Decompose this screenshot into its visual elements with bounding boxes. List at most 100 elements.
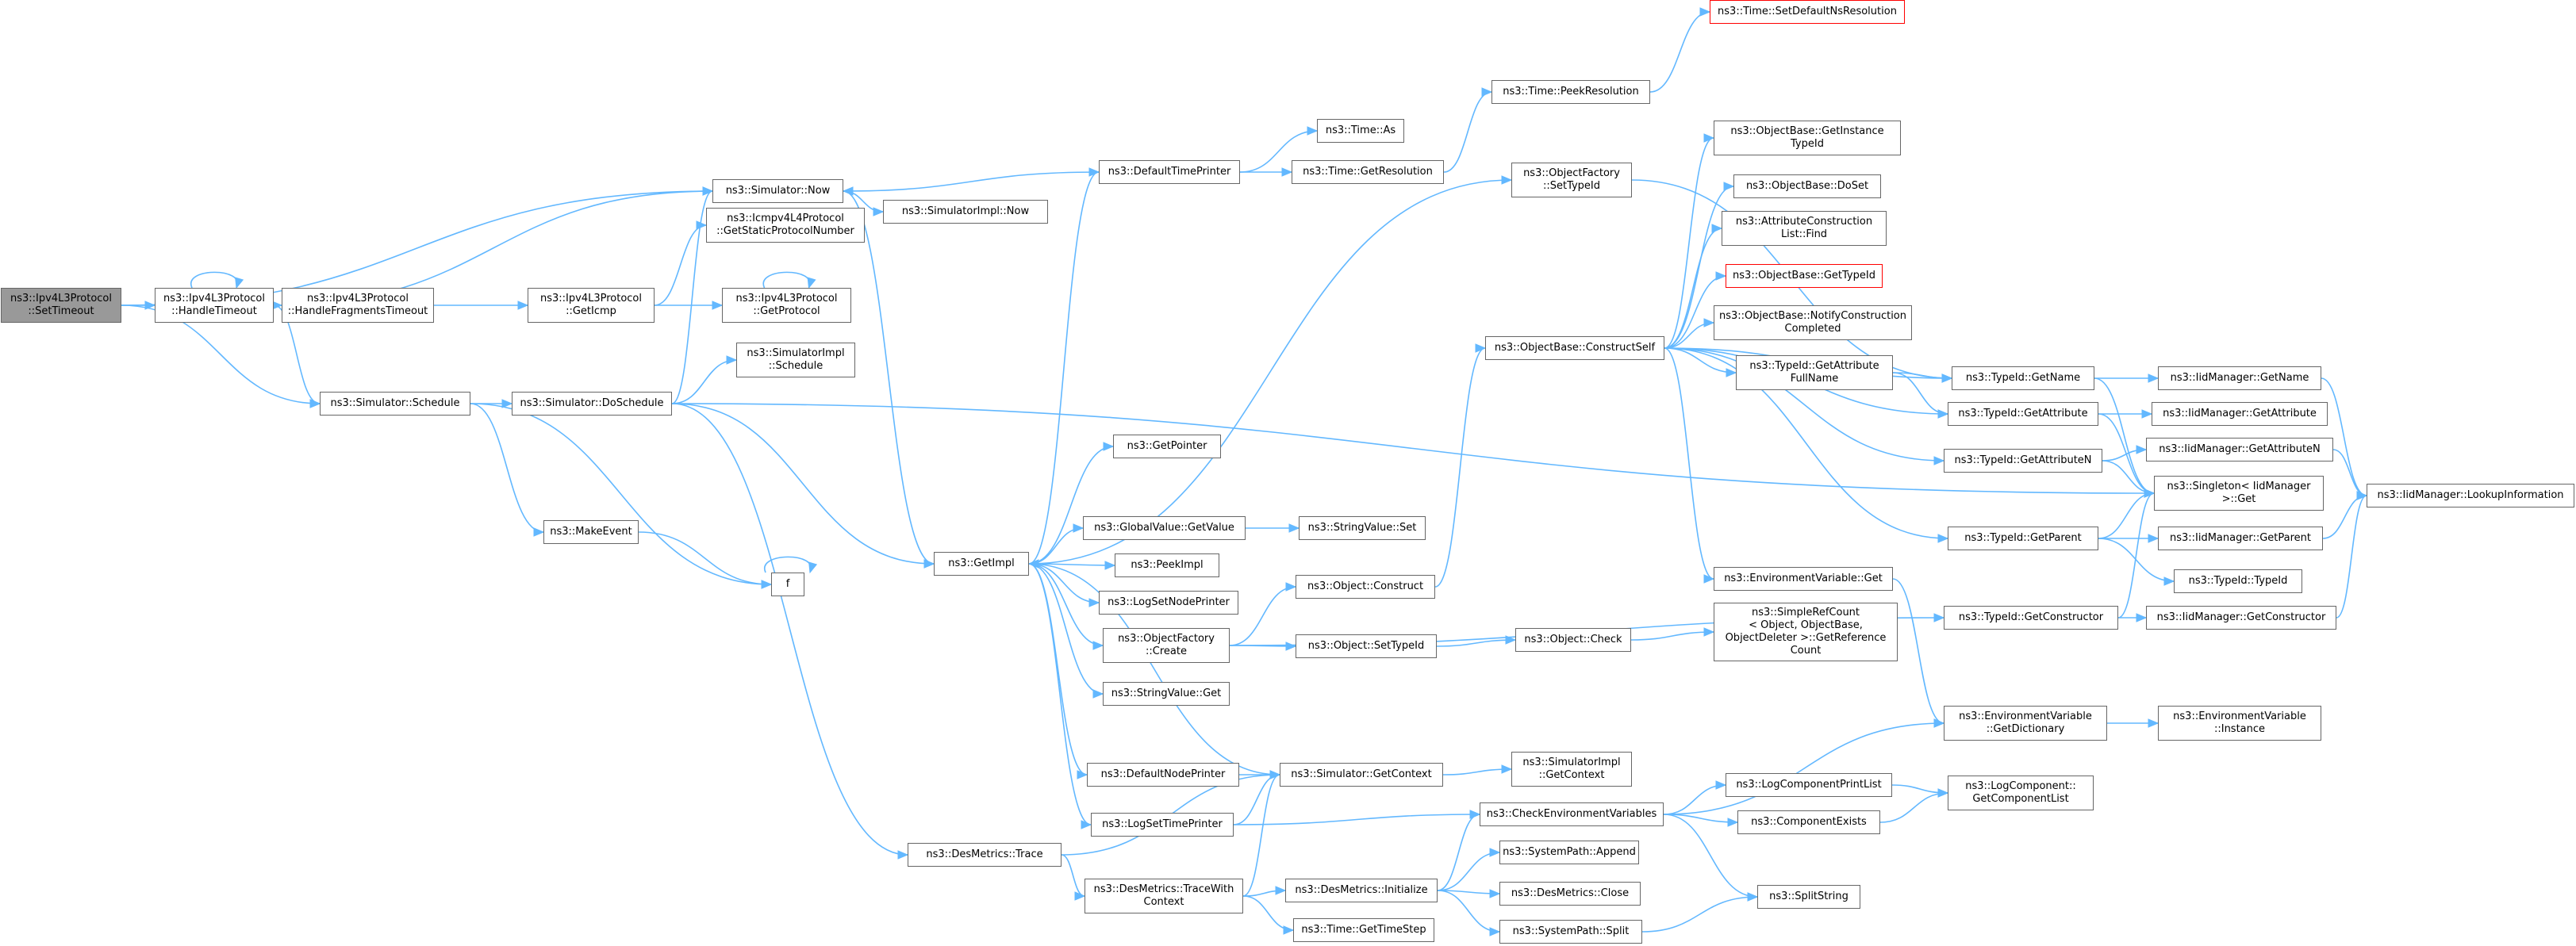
edge-arrowhead xyxy=(807,277,816,289)
edge-constructself-to-getattrfullname xyxy=(1664,347,1737,373)
node-setdefaultns[interactable]: ns3::Time::SetDefaultNsResolution xyxy=(1710,0,1905,24)
edge-arrowhead xyxy=(897,850,909,860)
edge-getimpl-to-getpointer xyxy=(1028,446,1114,565)
edge-arrowhead xyxy=(761,580,773,589)
node-lookupinfo[interactable]: ns3::IidManager::LookupInformation xyxy=(2367,484,2574,507)
edge-arrowhead xyxy=(1088,598,1100,607)
node-ofsettypeid[interactable]: ns3::ObjectFactory ::SetTypeId xyxy=(1511,163,1632,197)
node-iidgetname[interactable]: ns3::IidManager::GetName xyxy=(2158,366,2321,390)
node-getattrfullname[interactable]: ns3::TypeId::GetAttribute FullName xyxy=(1736,355,1893,390)
node-singletonget[interactable]: ns3::Singleton< IidManager >::Get xyxy=(2154,476,2324,511)
edge-getimpl-to-logsetnodeprinter xyxy=(1028,563,1100,603)
node-f[interactable]: f xyxy=(771,573,804,596)
edge-iidgetctor-to-lookupinfo xyxy=(2336,495,2367,619)
node-logcompgetlist[interactable]: ns3::LogComponent:: GetComponentList xyxy=(1948,776,2094,810)
edge-arrowhead xyxy=(1715,780,1727,790)
edge-arrowhead xyxy=(1505,635,1517,645)
node-envgetdict[interactable]: ns3::EnvironmentVariable ::GetDictionary xyxy=(1944,706,2107,741)
edge-constructself-to-typeidgetattrn xyxy=(1664,347,1944,462)
node-typeidgetname[interactable]: ns3::TypeId::GetName xyxy=(1952,366,2094,390)
node-objsettypeid[interactable]: ns3::Object::SetTypeId xyxy=(1296,634,1437,658)
node-doschedule[interactable]: ns3::Simulator::DoSchedule xyxy=(512,392,672,416)
node-geticmp[interactable]: ns3::Ipv4L3Protocol ::GetIcmp xyxy=(528,288,655,323)
edge-arrowhead xyxy=(1501,175,1513,185)
node-icmpnum[interactable]: ns3::Icmpv4L4Protocol ::GetStaticProtoco… xyxy=(706,208,865,243)
edge-arrowhead xyxy=(1727,818,1739,827)
node-handlefrag[interactable]: ns3::Ipv4L3Protocol ::HandleFragmentsTim… xyxy=(282,288,434,323)
node-gettimestep[interactable]: ns3::Time::GetTimeStep xyxy=(1293,918,1434,942)
node-iidgetattrn[interactable]: ns3::IidManager::GetAttributeN xyxy=(2146,438,2333,462)
node-defaulttimeprinter[interactable]: ns3::DefaultTimePrinter xyxy=(1099,160,1240,184)
node-typeidtypeid[interactable]: ns3::TypeId::TypeId xyxy=(2174,569,2302,593)
node-ofcreate[interactable]: ns3::ObjectFactory ::Create xyxy=(1103,628,1230,663)
node-simimplnow[interactable]: ns3::SimulatorImpl::Now xyxy=(883,200,1048,224)
node-spappend[interactable]: ns3::SystemPath::Append xyxy=(1499,841,1639,864)
node-typeidgetattr[interactable]: ns3::TypeId::GetAttribute xyxy=(1948,402,2098,426)
node-makeevent[interactable]: ns3::MakeEvent xyxy=(543,520,639,544)
edge-arrowhead xyxy=(2356,491,2368,500)
node-getresolution[interactable]: ns3::Time::GetResolution xyxy=(1292,160,1444,184)
edge-arrowhead xyxy=(1723,182,1735,191)
node-constructself[interactable]: ns3::ObjectBase::ConstructSelf xyxy=(1485,336,1664,360)
edge-getprotocol-to-getprotocol xyxy=(762,271,811,289)
edge-arrowhead xyxy=(1092,641,1104,650)
node-simplerefcount[interactable]: ns3::SimpleRefCount < Object, ObjectBase… xyxy=(1714,603,1898,661)
edge-arrowhead xyxy=(1288,523,1300,533)
node-desmetricstrace[interactable]: ns3::DesMetrics::Trace xyxy=(908,843,1061,867)
node-getimpl[interactable]: ns3::GetImpl xyxy=(934,552,1029,576)
node-componentexists[interactable]: ns3::ComponentExists xyxy=(1737,810,1880,834)
node-simimplsched[interactable]: ns3::SimulatorImpl ::Schedule xyxy=(736,343,855,377)
edge-arrowhead xyxy=(1081,820,1092,829)
node-typeidgetparent[interactable]: ns3::TypeId::GetParent xyxy=(1948,527,2098,550)
node-schedule[interactable]: ns3::Simulator::Schedule xyxy=(320,392,470,416)
edge-desmetricstrace-to-tracewithctx xyxy=(1061,854,1085,897)
edge-doschedule-to-desmetricstrace xyxy=(671,403,908,856)
node-typeidgetattrn[interactable]: ns3::TypeId::GetAttributeN xyxy=(1944,449,2102,473)
node-objconstruct[interactable]: ns3::Object::Construct xyxy=(1296,575,1435,599)
node-svget[interactable]: ns3::StringValue::Get xyxy=(1103,682,1230,706)
node-envget[interactable]: ns3::EnvironmentVariable::Get xyxy=(1714,567,1893,591)
node-defaultnodeprinter[interactable]: ns3::DefaultNodePrinter xyxy=(1087,763,1239,787)
node-simimplgetctx[interactable]: ns3::SimulatorImpl ::GetContext xyxy=(1511,752,1632,787)
edge-simnow-to-getimpl xyxy=(843,190,935,565)
node-logsettimeprinter[interactable]: ns3::LogSetTimePrinter xyxy=(1091,813,1234,837)
node-getinstancetypeid[interactable]: ns3::ObjectBase::GetInstance TypeId xyxy=(1714,121,1901,155)
node-obgettypeid[interactable]: ns3::ObjectBase::GetTypeId xyxy=(1726,264,1883,288)
edge-spsplit-to-splitstring xyxy=(1641,896,1758,933)
node-logcompprintlist[interactable]: ns3::LogComponentPrintList xyxy=(1726,773,1892,797)
node-gvgetvalue[interactable]: ns3::GlobalValue::GetValue xyxy=(1083,516,1246,540)
node-iidgetattr[interactable]: ns3::IidManager::GetAttribute xyxy=(2152,402,2328,426)
node-simgetcontext[interactable]: ns3::Simulator::GetContext xyxy=(1280,763,1443,787)
node-typeidgetctor[interactable]: ns3::TypeId::GetConstructor xyxy=(1944,606,2118,630)
edge-ofcreate-to-objconstruct xyxy=(1229,586,1296,646)
node-getpointer[interactable]: ns3::GetPointer xyxy=(1113,435,1221,458)
node-spsplit[interactable]: ns3::SystemPath::Split xyxy=(1499,920,1642,944)
node-simnow[interactable]: ns3::Simulator::Now xyxy=(712,179,843,203)
node-objcheck[interactable]: ns3::Object::Check xyxy=(1515,628,1631,652)
edge-arrowhead xyxy=(2163,576,2175,586)
node-desinit[interactable]: ns3::DesMetrics::Initialize xyxy=(1285,879,1438,902)
node-envinstance[interactable]: ns3::EnvironmentVariable ::Instance xyxy=(2158,706,2321,741)
node-handletimeout[interactable]: ns3::Ipv4L3Protocol ::HandleTimeout xyxy=(155,288,274,323)
node-tracewithctx[interactable]: ns3::DesMetrics::TraceWith Context xyxy=(1085,879,1243,913)
node-doset[interactable]: ns3::ObjectBase::DoSet xyxy=(1733,174,1881,198)
node-notifyconstruction[interactable]: ns3::ObjectBase::NotifyConstruction Comp… xyxy=(1714,305,1912,340)
node-iidgetctor[interactable]: ns3::IidManager::GetConstructor xyxy=(2146,606,2336,630)
node-iidgetparent[interactable]: ns3::IidManager::GetParent xyxy=(2158,527,2323,550)
node-splitstring[interactable]: ns3::SplitString xyxy=(1757,885,1860,909)
node-logsetnodeprinter[interactable]: ns3::LogSetNodePrinter xyxy=(1099,591,1238,615)
edge-arrowhead xyxy=(712,301,724,310)
node-checkenv[interactable]: ns3::CheckEnvironmentVariables xyxy=(1480,802,1664,826)
node-peekimpl[interactable]: ns3::PeekImpl xyxy=(1115,553,1219,577)
node-getprotocol[interactable]: ns3::Ipv4L3Protocol ::GetProtocol xyxy=(722,288,851,323)
node-svset[interactable]: ns3::StringValue::Set xyxy=(1299,516,1426,540)
node-desclose[interactable]: ns3::DesMetrics::Close xyxy=(1499,882,1641,906)
edge-componentexists-to-logcompgetlist xyxy=(1879,792,1948,823)
edge-arrowhead xyxy=(1703,133,1715,143)
edge-schedule-to-makeevent xyxy=(470,403,544,533)
edge-arrowhead xyxy=(1703,318,1715,327)
node-peekresolution[interactable]: ns3::Time::PeekResolution xyxy=(1491,80,1650,104)
node-timeas[interactable]: ns3::Time::As xyxy=(1317,119,1404,143)
node-acfind[interactable]: ns3::AttributeConstruction List::Find xyxy=(1722,211,1887,246)
